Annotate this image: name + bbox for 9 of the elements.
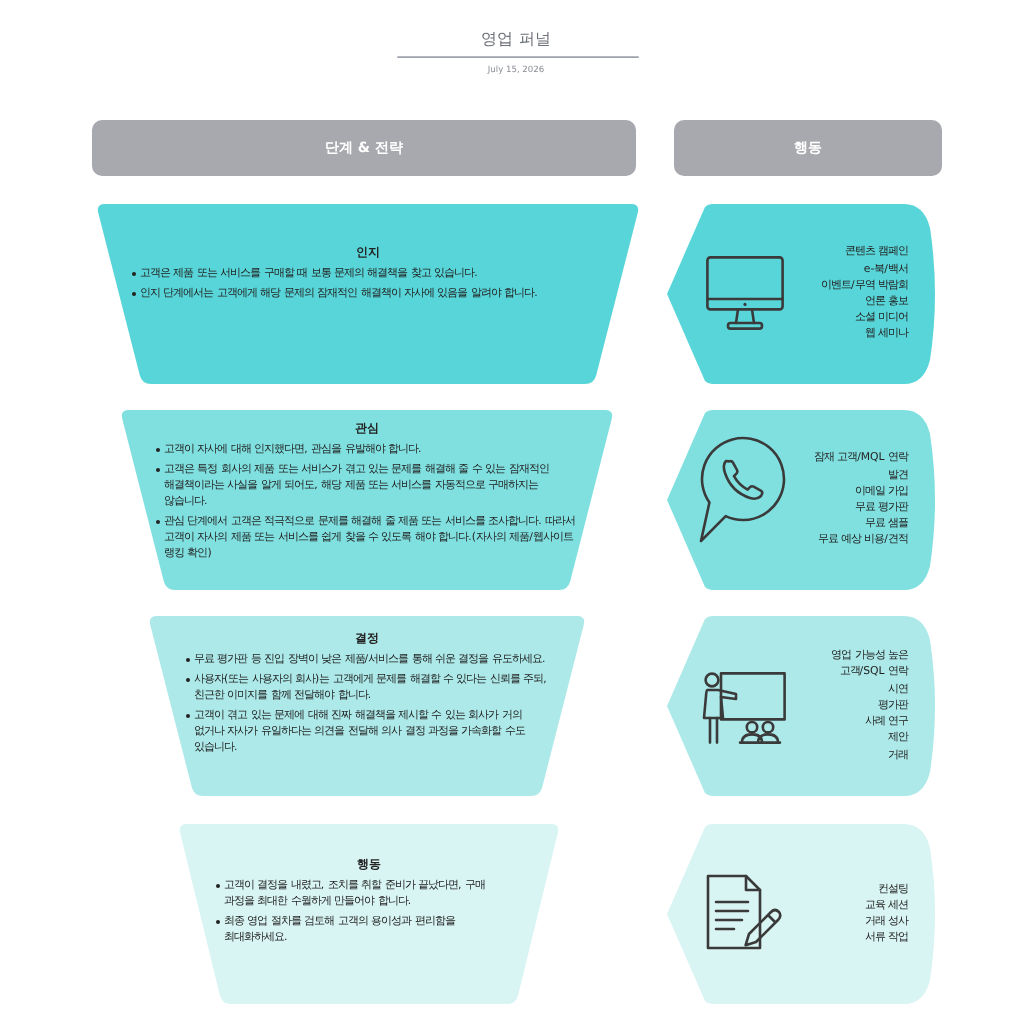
funnel-stage: [96, 204, 640, 384]
funnel-stage: [178, 824, 560, 1004]
arrow-panel: [664, 824, 940, 1004]
title: 영업 퍼널: [481, 30, 551, 50]
funnel-stage: [120, 410, 614, 590]
arrow-panel: [664, 204, 940, 384]
funnel-stage: [148, 616, 586, 796]
arrow-panel: [664, 616, 940, 796]
arrow-panel: [664, 410, 940, 590]
